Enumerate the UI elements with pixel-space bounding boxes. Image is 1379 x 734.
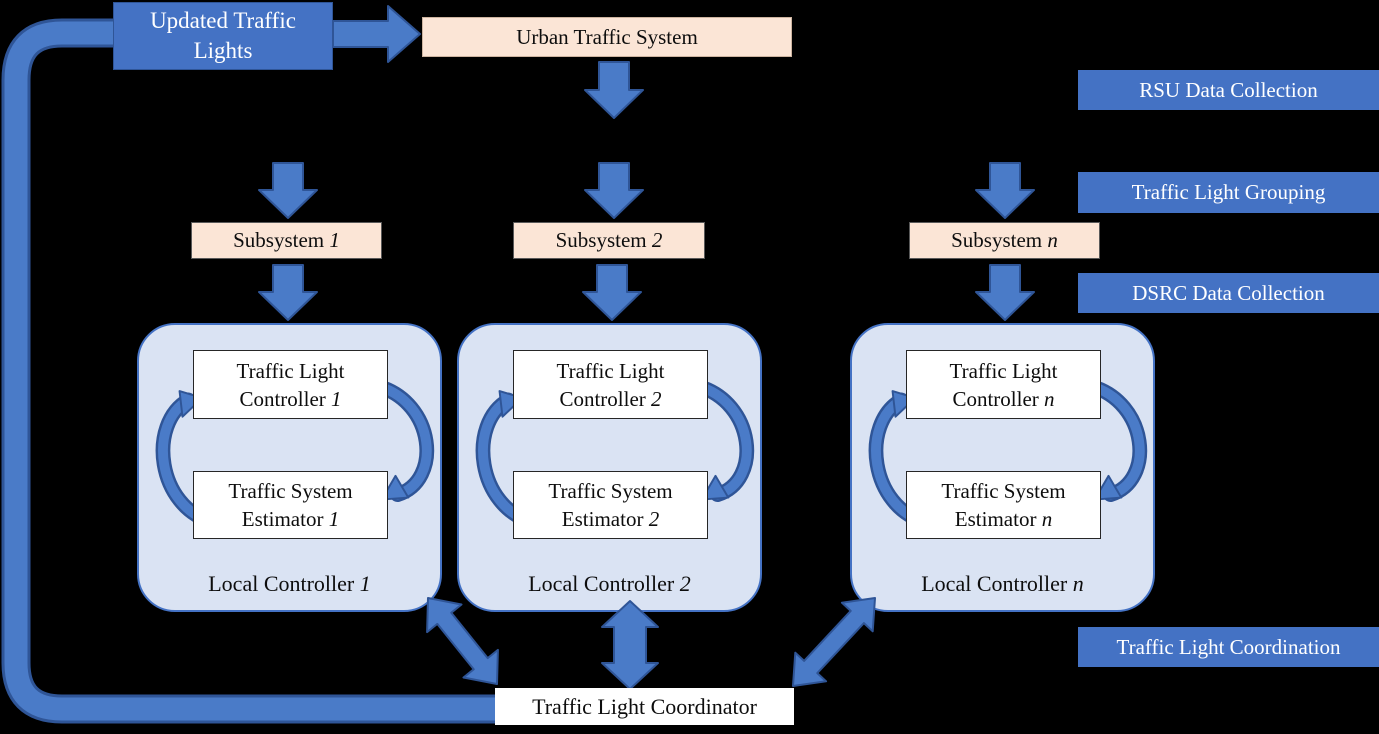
tlc2-line2: Controller 2 — [559, 386, 662, 411]
arrow-lcn-coordinator-double — [792, 597, 876, 687]
tlcn-line1: Traffic Light — [949, 358, 1058, 383]
updated-traffic-lights-line1: Updated Traffic — [150, 8, 296, 33]
subsystem-n-label: Subsystem n — [951, 228, 1058, 252]
local-controller-1-box: Traffic Light Controller 1 Traffic Syste… — [137, 323, 442, 612]
arrow-to-subsystem-1 — [258, 162, 318, 219]
tlcn-line2: Controller n — [952, 386, 1055, 411]
label-rsu-data-collection: RSU Data Collection — [1078, 70, 1379, 110]
urban-traffic-system-box: Urban Traffic System — [422, 17, 792, 57]
traffic-system-estimator-n-box: Traffic System Estimator n — [906, 471, 1101, 539]
dsrc-label-text: DSRC Data Collection — [1132, 280, 1325, 305]
traffic-system-estimator-2-box: Traffic System Estimator 2 — [513, 471, 708, 539]
traffic-light-controller-2-box: Traffic Light Controller 2 — [513, 350, 708, 419]
tse2-line1: Traffic System — [548, 479, 673, 503]
traffic-light-coordinator-label: Traffic Light Coordinator — [532, 693, 757, 719]
label-dsrc-data-collection: DSRC Data Collection — [1078, 273, 1379, 313]
grouping-label-text: Traffic Light Grouping — [1131, 180, 1326, 204]
subsystem-n-box: Subsystem n — [909, 222, 1100, 259]
arrow-to-subsystem-n — [975, 162, 1035, 219]
traffic-system-estimator-1-box: Traffic System Estimator 1 — [193, 471, 388, 539]
tse1-line1: Traffic System — [228, 479, 353, 503]
tse2-line2: Estimator 2 — [561, 507, 660, 531]
arrow-subsystem-2-to-controller — [582, 264, 642, 321]
local-controller-2-label: Local Controller 2 — [528, 571, 691, 596]
arrow-subsystem-n-to-controller — [975, 264, 1035, 321]
traffic-light-coordinator-box: Traffic Light Coordinator — [495, 688, 794, 725]
arrow-lc2-coordinator-double — [601, 600, 659, 690]
subsystem-2-label: Subsystem 2 — [555, 228, 663, 252]
updated-traffic-lights-line2: Lights — [193, 38, 253, 63]
arrow-updated-to-urban — [332, 5, 421, 63]
label-traffic-light-grouping: Traffic Light Grouping — [1078, 172, 1379, 213]
tlc1-line2: Controller 1 — [239, 386, 342, 411]
tlc2-line1: Traffic Light — [556, 358, 665, 383]
tlc1-line1: Traffic Light — [236, 358, 345, 383]
arrow-subsystem-1-to-controller — [258, 264, 318, 321]
tsen-line1: Traffic System — [941, 479, 1066, 503]
traffic-light-controller-1-box: Traffic Light Controller 1 — [193, 350, 388, 419]
urban-traffic-system-label: Urban Traffic System — [516, 24, 698, 49]
label-traffic-light-coordination: Traffic Light Coordination — [1078, 627, 1379, 667]
subsystem-2-box: Subsystem 2 — [513, 222, 705, 259]
local-controller-1-label: Local Controller 1 — [208, 571, 371, 596]
local-controller-n-box: Traffic Light Controller n Traffic Syste… — [850, 323, 1155, 612]
coordination-label-text: Traffic Light Coordination — [1116, 634, 1341, 659]
subsystem-1-label: Subsystem 1 — [233, 228, 340, 252]
arrow-to-subsystem-2 — [584, 162, 644, 219]
subsystem-1-box: Subsystem 1 — [191, 222, 382, 259]
local-controller-2-box: Traffic Light Controller 2 Traffic Syste… — [457, 323, 762, 612]
traffic-light-controller-n-box: Traffic Light Controller n — [906, 350, 1101, 419]
updated-traffic-lights-box: Updated Traffic Lights — [113, 2, 333, 70]
tsen-line2: Estimator n — [954, 507, 1053, 531]
arrow-urban-down — [584, 61, 644, 119]
tse1-line2: Estimator 1 — [241, 507, 340, 531]
rsu-label-text: RSU Data Collection — [1139, 77, 1318, 102]
local-controller-n-label: Local Controller n — [921, 571, 1084, 596]
